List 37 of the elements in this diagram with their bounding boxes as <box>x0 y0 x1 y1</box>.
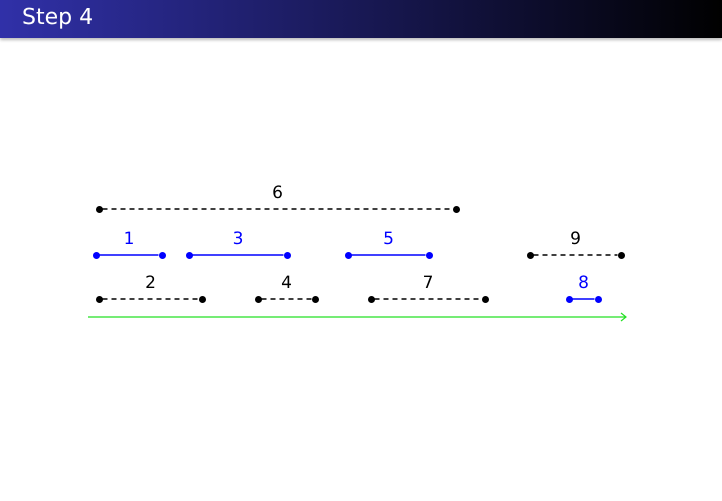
interval-endpoint <box>344 252 352 258</box>
edge-label: 7 <box>422 273 434 293</box>
interval-endpoint <box>526 252 534 258</box>
interval-endpoint <box>186 252 192 258</box>
interval-line <box>100 254 158 256</box>
interval-endpoint <box>452 206 460 212</box>
interval-endpoint <box>618 252 624 258</box>
dashed-interval-line <box>102 208 452 210</box>
edge-label: 3 <box>232 229 244 249</box>
dashed-interval-line <box>102 298 198 300</box>
dashed-interval-line <box>262 298 312 300</box>
interval-line <box>352 254 426 256</box>
dashed-interval-line <box>374 298 482 300</box>
interval-endpoint <box>426 252 432 258</box>
interval-endpoint <box>254 296 262 302</box>
edge-label: 6 <box>272 183 283 203</box>
slide-title: Step 4 <box>22 5 94 31</box>
edge-label: 1 <box>124 229 134 249</box>
interval-endpoint <box>312 296 318 302</box>
interval-endpoint <box>482 296 488 302</box>
interval-endpoint <box>284 252 290 258</box>
interval-endpoint <box>368 296 374 302</box>
interval-endpoint <box>96 296 102 302</box>
dashed-interval-line <box>534 254 618 256</box>
interval-line <box>192 254 284 256</box>
edge-label: 4 <box>281 273 292 293</box>
interval-line <box>572 298 594 300</box>
edge-label: 8 <box>578 273 589 293</box>
edge-label: 2 <box>145 273 156 293</box>
edge-label: 9 <box>570 229 581 249</box>
edge-label: 5 <box>383 229 394 249</box>
interval-endpoint <box>96 206 102 212</box>
interval-endpoint <box>158 252 166 258</box>
interval-endpoint <box>566 296 572 302</box>
interval-endpoint <box>594 296 602 302</box>
interval-endpoint <box>92 252 100 258</box>
interval-endpoint <box>198 296 206 302</box>
